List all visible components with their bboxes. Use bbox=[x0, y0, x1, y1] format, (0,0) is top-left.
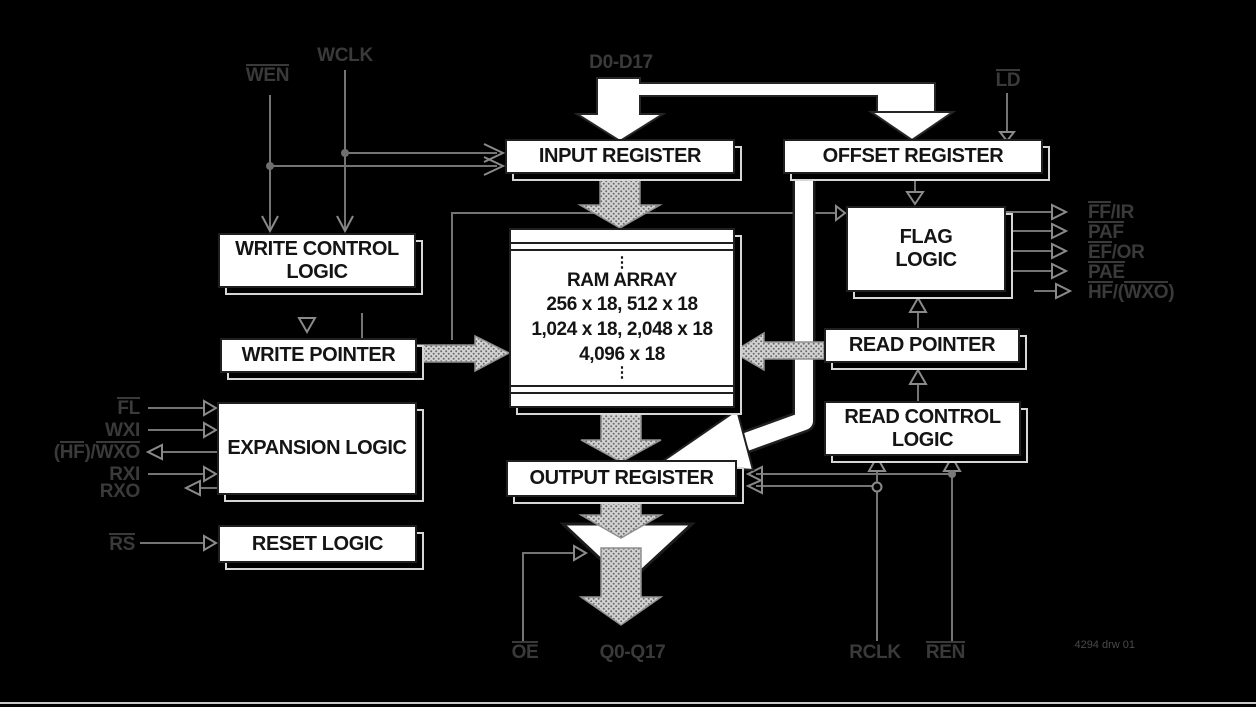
box-input-register: INPUT REGISTER bbox=[505, 139, 735, 174]
ram-ellipsis-top: ⋮ bbox=[614, 254, 630, 272]
box-write-control-logic: WRITE CONTROL LOGIC bbox=[218, 233, 416, 288]
ram-array-size-2: 1,024 x 18, 2,048 x 18 bbox=[531, 319, 713, 340]
junction-dots bbox=[266, 149, 956, 493]
signal-label-fl: FL bbox=[117, 397, 140, 419]
signal-label-ff-ir: FF/IR bbox=[1088, 201, 1135, 223]
signal-label-d0-d17: D0-D17 bbox=[589, 52, 653, 73]
read-control-label-line1: READ CONTROL bbox=[844, 405, 1001, 428]
signal-label-rxi: RXI bbox=[109, 464, 140, 485]
offset-register-label: OFFSET REGISTER bbox=[822, 145, 1004, 167]
signal-label-oe: OE bbox=[511, 641, 539, 663]
signal-label-hf-wxo-left: (HF)/WXO bbox=[53, 441, 140, 463]
expansion-logic-label: EXPANSION LOGIC bbox=[227, 437, 407, 459]
signal-label-wclk: WCLK bbox=[317, 45, 373, 66]
signal-label-wxi: WXI bbox=[105, 420, 140, 441]
box-output-register: OUTPUT REGISTER bbox=[506, 460, 737, 497]
ram-array-size-3: 4,096 x 18 bbox=[579, 343, 665, 365]
drawing-number: 4294 drw 01 bbox=[1074, 639, 1135, 651]
reset-logic-label: RESET LOGIC bbox=[251, 532, 384, 555]
thin-wires bbox=[140, 70, 1056, 641]
box-ram-array: ⋮ RAM ARRAY 256 x 18, 512 x 18 1,024 x 1… bbox=[509, 228, 735, 408]
arrowheads bbox=[145, 131, 1073, 562]
ram-bottom-rule-2 bbox=[511, 392, 733, 394]
box-offset-register: OFFSET REGISTER bbox=[783, 139, 1043, 174]
ram-array-title: RAM ARRAY bbox=[566, 269, 678, 291]
signal-label-ren: REN bbox=[925, 641, 966, 663]
ram-array-size-1: 256 x 18, 512 x 18 bbox=[546, 294, 698, 316]
signal-label-wen: WEN bbox=[245, 64, 290, 86]
signal-label-ef-or: EF/OR bbox=[1088, 241, 1145, 263]
flag-logic-label-line2: LOGIC bbox=[895, 249, 957, 271]
input-register-label: INPUT REGISTER bbox=[538, 145, 702, 167]
signal-label-paf: PAF bbox=[1088, 221, 1124, 243]
box-read-pointer: READ POINTER bbox=[824, 328, 1020, 363]
write-pointer-label: WRITE POINTER bbox=[241, 344, 396, 366]
signal-label-rclk: RCLK bbox=[849, 642, 901, 663]
ram-top-rule-2 bbox=[511, 249, 733, 251]
signal-label-hf-wxo: HF/(WXO) bbox=[1088, 281, 1175, 303]
signal-label-pae: PAE bbox=[1088, 261, 1125, 283]
ram-ellipsis-bottom: ⋮ bbox=[614, 364, 630, 382]
halftone-arrows bbox=[416, 174, 825, 626]
ram-bottom-rule-1 bbox=[511, 385, 733, 387]
write-control-label-line1: WRITE CONTROL bbox=[235, 237, 399, 260]
read-control-label-line2: LOGIC bbox=[891, 428, 954, 451]
offset-bus-arrow bbox=[657, 171, 816, 472]
box-flag-logic: FLAG LOGIC bbox=[846, 206, 1006, 292]
flag-logic-label-line1: FLAG bbox=[899, 226, 953, 248]
write-control-label-line2: LOGIC bbox=[286, 260, 348, 283]
ram-top-rule-1 bbox=[511, 242, 733, 244]
signal-label-rxo: RXO bbox=[99, 481, 141, 502]
signal-label-ld: LD bbox=[995, 69, 1021, 91]
data-bus-arrow bbox=[573, 77, 957, 143]
signal-label-rs: RS bbox=[109, 533, 135, 555]
signal-label-q0-q17: Q0-Q17 bbox=[599, 642, 666, 663]
box-reset-logic: RESET LOGIC bbox=[218, 525, 417, 563]
output-register-label: OUTPUT REGISTER bbox=[529, 467, 714, 489]
box-read-control-logic: READ CONTROL LOGIC bbox=[824, 401, 1021, 456]
read-pointer-label: READ POINTER bbox=[848, 334, 996, 356]
figure-bottom-rule bbox=[0, 702, 1256, 704]
box-write-pointer: WRITE POINTER bbox=[220, 338, 417, 373]
box-expansion-logic: EXPANSION LOGIC bbox=[217, 402, 417, 495]
